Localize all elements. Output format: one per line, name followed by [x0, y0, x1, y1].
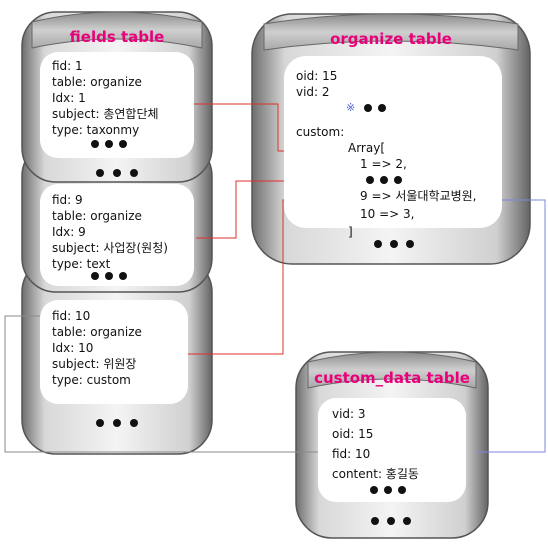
field-type: type: text: [52, 257, 111, 271]
separator-dots: [96, 169, 138, 427]
more-dots: [91, 272, 127, 280]
field-fid: fid: 1: [52, 59, 83, 73]
array-entry-1: 1 => 2,: [360, 157, 407, 171]
more-dots: [370, 486, 406, 494]
field-idx: Idx: 9: [52, 225, 86, 239]
link-fid10-to-custom-fid: [4, 315, 330, 453]
field-subject: subject: 위원장: [52, 357, 137, 371]
organize-record-card: oid: 15 vid: 2 ※ custom: Array[ 1 => 2, …: [284, 56, 502, 239]
organize-table-title: organize table: [330, 30, 452, 48]
separator-dots: [371, 517, 411, 525]
marker-icon: ※: [346, 101, 356, 114]
array-entry-10: 10 => 3,: [360, 207, 415, 221]
custom-oid: oid: 15: [332, 427, 374, 441]
custom-fid: fid: 10: [332, 447, 371, 461]
field-type: type: custom: [52, 373, 131, 387]
array-close: ]: [348, 225, 353, 239]
array-entry-9: 9 => 서울대학교병원,: [360, 189, 477, 203]
organize-oid: oid: 15: [296, 69, 338, 83]
field-subject: subject: 총연합단체: [52, 107, 159, 121]
custom-content: content: 홍길동: [332, 467, 419, 481]
fields-record-card-1: fid: 1 table: organize Idx: 1 subject: 총…: [40, 52, 194, 158]
field-table: table: organize: [52, 209, 142, 223]
custom-data-record-card: vid: 3 oid: 15 fid: 10 content: 홍길동: [318, 398, 466, 502]
organize-custom: custom:: [296, 125, 345, 139]
organize-vid: vid: 2: [296, 85, 330, 99]
fields-table-title: fields table: [69, 28, 165, 46]
field-table: table: organize: [52, 75, 142, 89]
field-table: table: organize: [52, 325, 142, 339]
custom-data-table-title: custom_data table: [314, 369, 470, 387]
array-open: Array[: [348, 141, 386, 155]
field-idx: Idx: 1: [52, 91, 86, 105]
fields-record-card-3: fid: 10 table: organize Idx: 10 subject:…: [40, 300, 188, 404]
field-subject: subject: 사업장(원청): [52, 241, 168, 255]
more-dots: [364, 104, 386, 112]
more-dots: [366, 176, 402, 184]
custom-vid: vid: 3: [332, 407, 366, 421]
field-type: type: taxonmy: [52, 123, 140, 137]
field-idx: Idx: 10: [52, 341, 94, 355]
field-fid: fid: 9: [52, 193, 83, 207]
field-fid: fid: 10: [52, 309, 91, 323]
fields-record-card-2: fid: 9 table: organize Idx: 9 subject: 사…: [40, 184, 194, 286]
separator-dots: [374, 240, 414, 248]
more-dots: [91, 140, 127, 148]
